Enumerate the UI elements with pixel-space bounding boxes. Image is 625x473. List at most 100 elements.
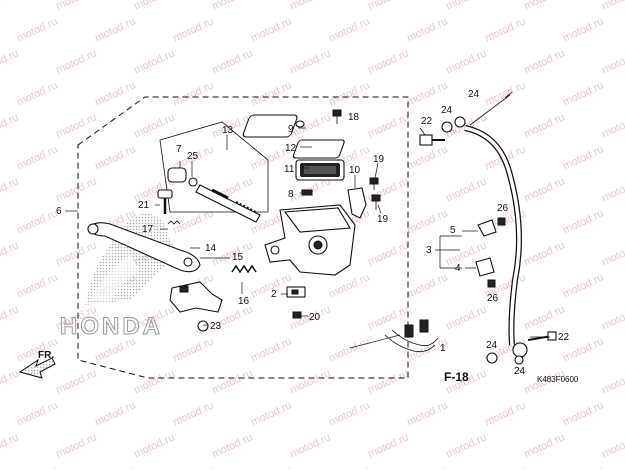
piston-kit-boundary xyxy=(159,121,269,213)
bolt-26-upper xyxy=(497,217,506,226)
watermark-text: motod.ru xyxy=(600,431,625,460)
watermark-text: motod.ru xyxy=(366,303,410,332)
lever-spring xyxy=(167,220,181,225)
washer-24-b xyxy=(454,116,466,128)
watermark-text: motod.ru xyxy=(366,239,410,268)
banjo-bolt-upper xyxy=(419,134,445,146)
washer-24-d xyxy=(514,355,524,365)
watermark-text: motod.ru xyxy=(522,431,566,460)
callout-2: 2 xyxy=(271,289,277,300)
watermark-text: motod.ru xyxy=(171,79,215,108)
watermark-text: motod.ru xyxy=(405,207,449,236)
watermark-text: motod.ru xyxy=(15,399,59,428)
callout-24-b: 24 xyxy=(468,89,480,100)
watermark-text: motod.ru xyxy=(522,47,566,76)
watermark-text: motod.ru xyxy=(483,79,527,108)
callout-22-top: 22 xyxy=(421,116,433,127)
watermark-text: motod.ru xyxy=(171,15,215,44)
watermark-text: motod.ru xyxy=(0,111,21,140)
watermark-text: motod.ru xyxy=(327,79,371,108)
cap-plate xyxy=(292,139,345,159)
callout-22-bottom: 22 xyxy=(558,332,570,343)
kit-boundary xyxy=(77,96,409,379)
brake-hose xyxy=(464,91,522,346)
watermark-text: motod.ru xyxy=(249,335,293,364)
callout-24-a: 24 xyxy=(441,105,453,116)
watermark-text: motod.ru xyxy=(561,207,605,236)
watermark-text: motod.ru xyxy=(93,15,137,44)
callout-17: 17 xyxy=(142,224,154,235)
watermark-text: motod.ru xyxy=(93,79,137,108)
watermark-text: motod.ru xyxy=(444,0,488,13)
washer-24-c xyxy=(486,352,498,364)
watermark-text: motod.ru xyxy=(93,399,137,428)
watermark-text: motod.ru xyxy=(210,431,254,460)
watermark-text: motod.ru xyxy=(366,431,410,460)
watermark-text: motod.ru xyxy=(54,0,98,13)
watermark-text: motod.ru xyxy=(444,431,488,460)
return-spring xyxy=(231,264,257,274)
watermark-text: motod.ru xyxy=(171,399,215,428)
watermark-text: motod.ru xyxy=(327,335,371,364)
callout-26-upper: 26 xyxy=(497,203,509,214)
switch-harness xyxy=(384,319,439,353)
watermark-text: motod.ru xyxy=(366,0,410,13)
watermark-text: motod.ru xyxy=(0,239,21,268)
banjo-bolt-lower xyxy=(512,331,557,358)
watermark-text: motod.ru xyxy=(405,463,449,468)
watermark-text: motod.ru xyxy=(405,143,449,172)
callout-5: 5 xyxy=(450,225,456,236)
honda-logo-text: HONDA xyxy=(60,313,163,340)
callout-3: 3 xyxy=(426,245,432,256)
callout-12: 12 xyxy=(285,143,297,154)
watermark-text: motod.ru xyxy=(171,335,215,364)
stop-switch xyxy=(286,286,306,298)
callout-15: 15 xyxy=(232,252,244,263)
watermark-text: motod.ru xyxy=(561,463,605,468)
bolt-19-bottom xyxy=(371,194,381,210)
callout-1: 1 xyxy=(440,343,446,354)
watermark-text: motod.ru xyxy=(288,367,332,396)
watermark-text: motod.ru xyxy=(210,47,254,76)
callout-6: 6 xyxy=(56,206,62,217)
watermark-text: motod.ru xyxy=(0,431,21,460)
callout-21: 21 xyxy=(138,200,150,211)
brake-lever xyxy=(87,222,201,273)
screw-18 xyxy=(332,109,342,124)
direction-label: FR. xyxy=(38,350,54,361)
callout-8: 8 xyxy=(288,189,294,200)
hose-clamp-lower xyxy=(475,257,495,277)
watermark-text: motod.ru xyxy=(405,271,449,300)
watermark-text: motod.ru xyxy=(600,111,625,140)
front-direction-arrow: FR. xyxy=(18,350,56,379)
watermark-text: motod.ru xyxy=(132,431,176,460)
watermark-text: motod.ru xyxy=(210,367,254,396)
watermark-text: motod.ru xyxy=(54,111,98,140)
watermark-text: motod.ru xyxy=(54,431,98,460)
watermark-text: motod.ru xyxy=(132,111,176,140)
watermark-text: motod.ru xyxy=(444,175,488,204)
watermark-text: motod.ru xyxy=(15,271,59,300)
watermark-text: motod.ru xyxy=(171,463,215,468)
honda-logo: HONDA xyxy=(60,213,175,341)
watermark-text: motod.ru xyxy=(561,399,605,428)
callouts: 1 2 3 4 5 6 7 8 9 10 11 12 13 14 15 16 1… xyxy=(56,89,570,377)
callout-23: 23 xyxy=(210,321,222,332)
watermark-text: motod.ru xyxy=(54,47,98,76)
watermark-text: motod.ru xyxy=(483,399,527,428)
watermark-text: motod.ru xyxy=(561,79,605,108)
callout-14: 14 xyxy=(205,243,217,254)
watermark-text: motod.ru xyxy=(561,271,605,300)
watermark-text: motod.ru xyxy=(522,303,566,332)
diaphragm xyxy=(295,159,345,181)
watermark-text: motod.ru xyxy=(249,463,293,468)
watermark-text: motod.ru xyxy=(483,463,527,468)
pivot-bolt xyxy=(157,189,173,214)
watermark-text: motod.ru xyxy=(54,367,98,396)
watermark-text: motod.ru xyxy=(15,15,59,44)
watermark-text: motod.ru xyxy=(522,111,566,140)
watermark-text: motod.ru xyxy=(561,143,605,172)
watermark-text: motod.ru xyxy=(288,0,332,13)
callout-7: 7 xyxy=(176,144,182,155)
watermark-text: motod.ru xyxy=(600,303,625,332)
